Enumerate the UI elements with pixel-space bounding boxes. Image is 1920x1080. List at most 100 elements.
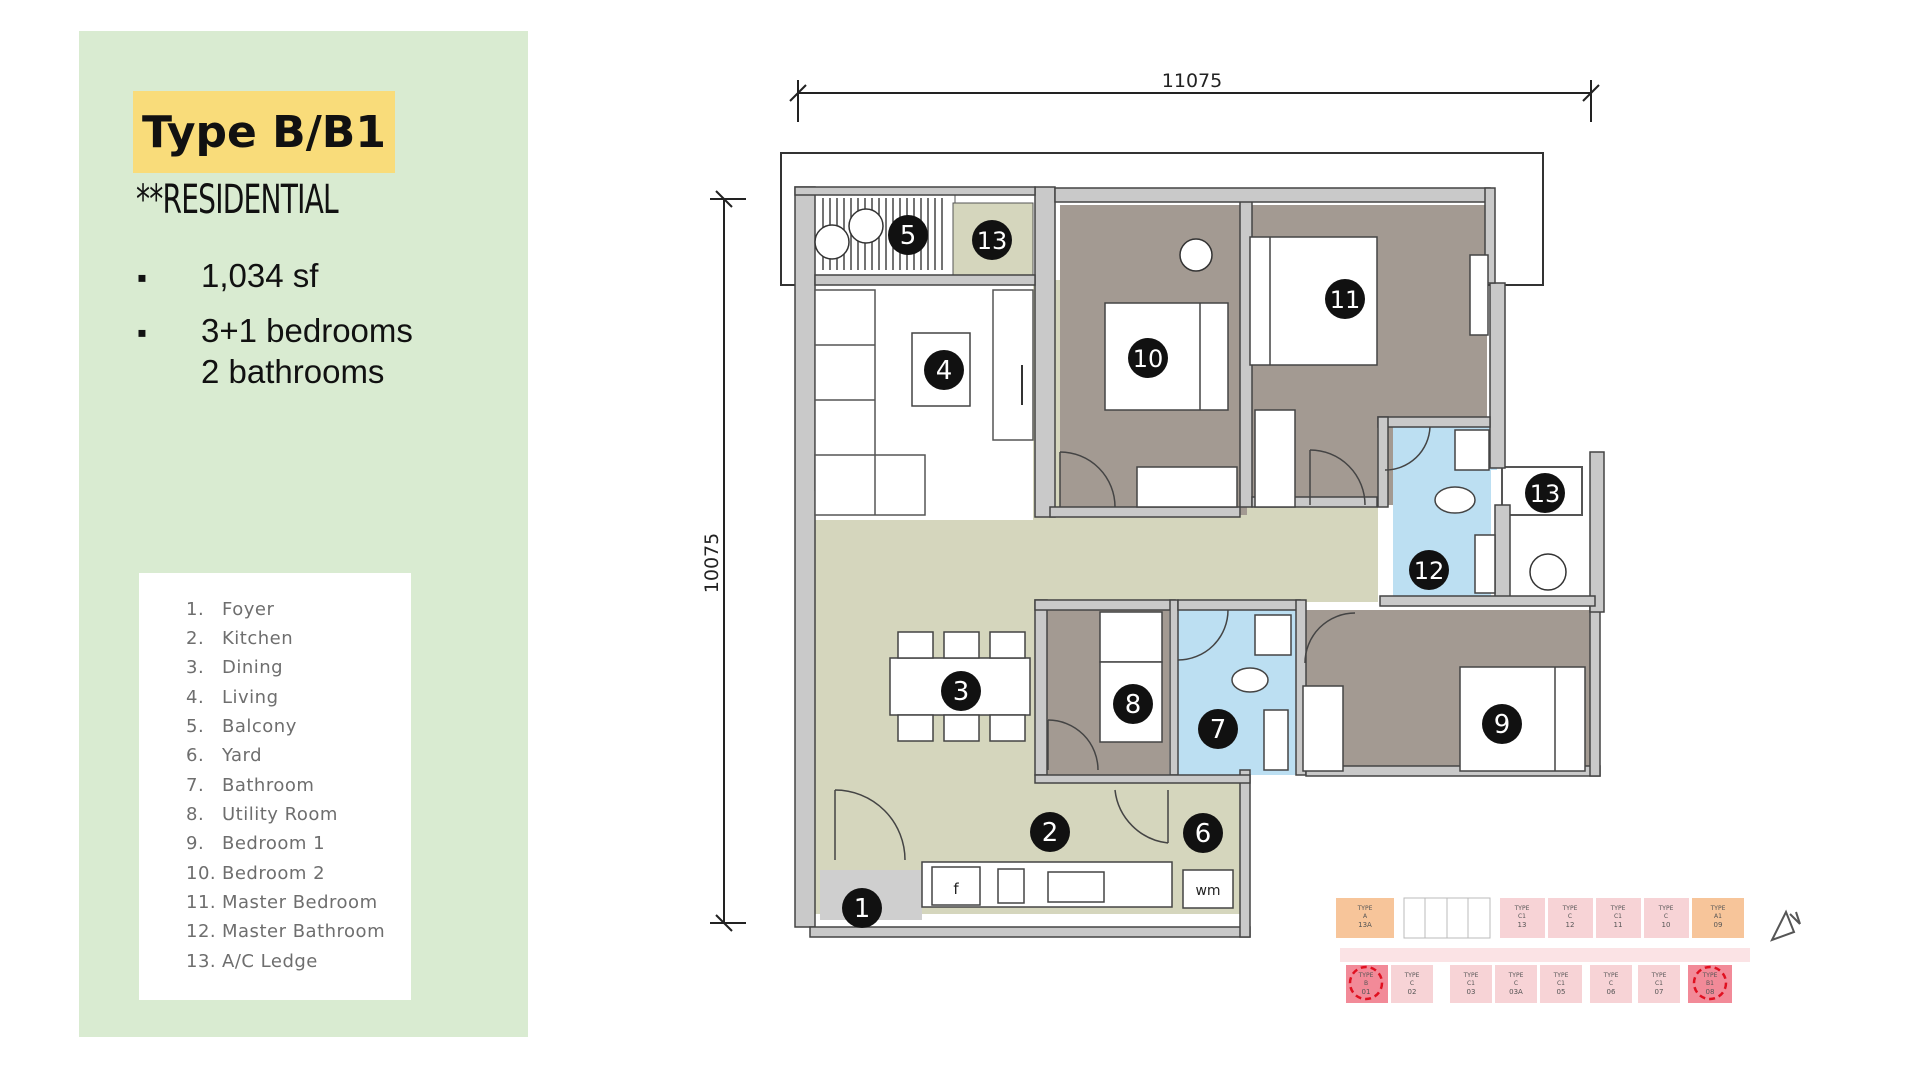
walls [794, 186, 1605, 938]
wardrobe-icon [1302, 685, 1344, 772]
room-marker-9-label: 9 [1494, 710, 1511, 740]
legend-item: 7.Bathroom [186, 775, 315, 796]
keyplan: TYPE A 13A TYPE C1 13 TYPE C 12 TYPE C1 … [1336, 897, 1750, 1003]
feature-bathrooms: 2 bathrooms [201, 353, 385, 390]
svg-text:TYPE: TYPE [1358, 972, 1374, 979]
svg-text:TYPE: TYPE [1702, 972, 1718, 979]
svg-text:TYPE: TYPE [1357, 905, 1373, 912]
basin-icon [1254, 614, 1292, 656]
keyplan-unit-highlight [1688, 965, 1732, 1003]
feature-bedrooms: 3+1 bedrooms [201, 312, 413, 349]
room-marker-10 [1128, 338, 1168, 378]
room-marker-1-label: 1 [854, 894, 871, 924]
room-marker-11-label: 11 [1330, 286, 1361, 314]
svg-text:C: C [1410, 980, 1414, 987]
svg-text:03: 03 [1467, 988, 1476, 996]
height-dimension-label: 10075 [701, 533, 723, 593]
room-marker-8 [1113, 684, 1153, 724]
legend-item: 1.Foyer [186, 599, 275, 620]
svg-text:TYPE: TYPE [1610, 905, 1626, 912]
svg-text:10: 10 [1662, 921, 1671, 929]
door-swings [834, 426, 1431, 861]
svg-text:C: C [1664, 913, 1668, 920]
legend-item: 2.Kitchen [186, 628, 294, 649]
utility-bed-icon [1099, 611, 1163, 663]
svg-text:13A: 13A [1358, 921, 1372, 929]
room-marker-5-label: 5 [900, 221, 917, 251]
keyplan-unit [1391, 965, 1433, 1003]
width-dimension [789, 80, 1600, 122]
washing-machine-icon [1182, 869, 1234, 909]
room-marker-1 [842, 888, 882, 928]
keyplan-unit [1540, 965, 1582, 1003]
keyplan-unit [1495, 965, 1537, 1003]
legend-item: 11.Master Bedroom [186, 892, 378, 913]
svg-text:A1: A1 [1714, 913, 1722, 920]
room-marker-3 [941, 671, 981, 711]
legend-item: 12.Master Bathroom [186, 921, 386, 942]
svg-text:03A: 03A [1509, 988, 1523, 996]
keyplan-unit [1450, 965, 1492, 1003]
svg-text:C1: C1 [1518, 913, 1526, 920]
svg-text:TYPE: TYPE [1508, 972, 1524, 979]
balcony-table-icon [848, 208, 884, 244]
svg-text:01: 01 [1362, 988, 1371, 996]
svg-text:TYPE: TYPE [1553, 972, 1569, 979]
basin-icon [1454, 429, 1490, 471]
lamp-icon [1179, 238, 1213, 272]
svg-text:TYPE: TYPE [1404, 972, 1420, 979]
svg-text:TYPE: TYPE [1651, 972, 1667, 979]
svg-text:TYPE: TYPE [1562, 905, 1578, 912]
keyplan-highlight-ring [1692, 965, 1728, 1001]
legend-item: 10.Bedroom 2 [186, 863, 326, 884]
feature-area: 1,034 sf [201, 257, 319, 294]
svg-text:TYPE: TYPE [1514, 905, 1530, 912]
room-marker-13b [1525, 473, 1565, 513]
stove-icon [997, 868, 1025, 904]
width-dimension-label: 11075 [1162, 70, 1222, 92]
svg-text:TYPE: TYPE [1463, 972, 1479, 979]
room-marker-6 [1183, 813, 1223, 853]
sofa-icon [814, 289, 926, 516]
legend-item: 4.Living [186, 687, 279, 708]
keyplan-unit [1590, 965, 1632, 1003]
room-marker-5 [888, 215, 928, 255]
room-marker-9 [1482, 704, 1522, 744]
svg-text:C1: C1 [1655, 980, 1663, 987]
svg-text:C1: C1 [1557, 980, 1565, 987]
keyplan-unit [1644, 898, 1689, 938]
room-marker-12-label: 12 [1414, 557, 1445, 585]
room-marker-3-label: 3 [953, 677, 970, 707]
wardrobe-icon [1136, 466, 1238, 508]
wardrobe-icon [1254, 409, 1296, 508]
fridge-label: f [953, 880, 959, 898]
keyplan-unit [1692, 898, 1744, 938]
room-marker-4 [924, 350, 964, 390]
height-dimension [710, 190, 746, 932]
feature-bullet: ▪ [137, 317, 147, 348]
legend-item: 3.Dining [186, 657, 284, 678]
svg-text:C1: C1 [1614, 913, 1622, 920]
svg-text:13: 13 [1518, 921, 1527, 929]
room-marker-7-label: 7 [1210, 715, 1227, 745]
feature-bullet: ▪ [137, 262, 147, 293]
svg-text:B: B [1364, 980, 1368, 987]
bed-icon [1459, 666, 1586, 772]
shower-icon [1263, 709, 1289, 771]
shower-icon [1474, 534, 1496, 594]
desk-icon [1469, 254, 1489, 336]
keyplan-unit [1638, 965, 1680, 1003]
legend-item: 5.Balcony [186, 716, 297, 737]
keyplan-highlight-ring [1348, 965, 1384, 1001]
room-marker-7 [1198, 709, 1238, 749]
svg-text:TYPE: TYPE [1710, 905, 1726, 912]
room-marker-6-label: 6 [1195, 819, 1212, 849]
room-marker-10-label: 10 [1133, 345, 1164, 373]
room-marker-4-label: 4 [936, 356, 953, 386]
svg-text:C1: C1 [1467, 980, 1475, 987]
svg-text:09: 09 [1714, 921, 1723, 929]
svg-text:05: 05 [1557, 988, 1566, 996]
svg-text:06: 06 [1607, 988, 1616, 996]
keyplan-corridor [1340, 948, 1750, 962]
